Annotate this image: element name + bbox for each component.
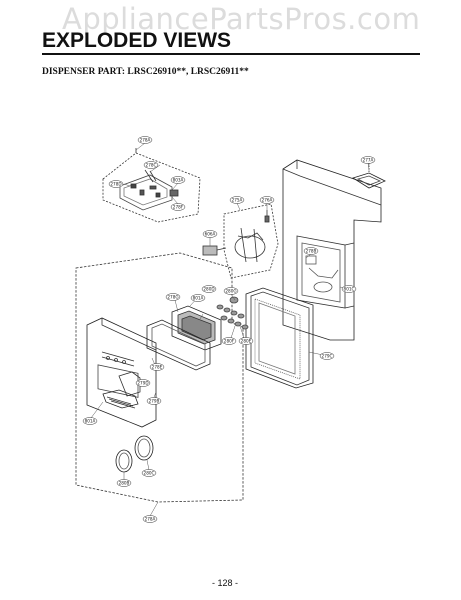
callout-279d: 279D xyxy=(135,379,151,387)
svg-text:280C: 280C xyxy=(144,471,155,476)
svg-text:801A: 801A xyxy=(85,419,96,424)
callout-278a-top: 278A xyxy=(137,136,153,144)
callout-278g: 278G xyxy=(165,293,181,301)
callout-801c: 801C xyxy=(341,285,357,293)
svg-text:279C: 279C xyxy=(322,354,333,359)
callout-280f: 280F xyxy=(221,337,237,345)
title-divider xyxy=(42,53,420,55)
callout-278f: 278F xyxy=(170,203,186,211)
callout-801a-low: 801A xyxy=(82,417,98,425)
dispenser-cover-box xyxy=(75,252,244,503)
svg-text:278C: 278C xyxy=(146,163,157,168)
svg-text:278A: 278A xyxy=(140,138,151,143)
svg-text:280B: 280B xyxy=(119,481,130,486)
frame-279d xyxy=(146,319,211,371)
lens-280b xyxy=(115,449,133,473)
svg-text:801C: 801C xyxy=(344,287,355,292)
svg-text:278D: 278D xyxy=(110,182,121,187)
callout-278b: 278B xyxy=(303,247,319,255)
dispenser-part-heading: DISPENSER PART: LRSC26910**, LRSC26911** xyxy=(42,67,249,77)
callout-606a: 606A xyxy=(202,230,218,238)
control-assembly-box xyxy=(102,148,201,223)
svg-text:801A: 801A xyxy=(193,296,204,301)
svg-text:278F: 278F xyxy=(173,205,184,210)
door-panel xyxy=(282,159,382,341)
callout-279b: 279B xyxy=(146,397,162,405)
callout-280e: 280E xyxy=(238,337,254,345)
gasket-frame-279c xyxy=(245,287,314,389)
callout-278d: 278D xyxy=(108,180,124,188)
watermark: AppliancePartsPros.com xyxy=(62,2,421,36)
svg-text:803A: 803A xyxy=(173,178,184,183)
button-set xyxy=(216,296,249,330)
callout-280g: 280G xyxy=(223,287,239,295)
dispenser-front-cover xyxy=(86,317,157,428)
svg-text:279B: 279B xyxy=(149,399,160,404)
solenoid-assembly-box xyxy=(202,203,279,279)
lens-280c xyxy=(134,435,154,461)
page-number: - 128 - xyxy=(212,578,239,588)
callout-280c: 280C xyxy=(141,469,157,477)
page-title: EXPLODED VIEWS xyxy=(42,29,232,52)
part-callouts: 278A 278C 278D 803A 278F 277A 275A 276A … xyxy=(82,136,376,523)
callout-801a-mid: 801A xyxy=(190,294,206,302)
callout-277a: 277A xyxy=(360,156,376,164)
callout-275a: 275A xyxy=(229,196,245,204)
svg-text:606A: 606A xyxy=(205,232,216,237)
svg-text:278E: 278E xyxy=(152,365,163,370)
leader-lines xyxy=(90,142,370,517)
callout-278e: 278E xyxy=(149,363,165,371)
svg-text:280F: 280F xyxy=(224,339,235,344)
svg-text:276A: 276A xyxy=(262,198,273,203)
svg-text:275A: 275A xyxy=(232,198,243,203)
svg-text:278G: 278G xyxy=(167,295,178,300)
callout-278a-bottom: 278A xyxy=(142,515,158,523)
svg-text:278A: 278A xyxy=(145,517,156,522)
callout-280d: 280D xyxy=(201,285,217,293)
part-277a-cap xyxy=(352,163,386,189)
svg-text:279D: 279D xyxy=(137,381,148,386)
svg-text:280D: 280D xyxy=(203,287,214,292)
svg-text:280G: 280G xyxy=(225,289,236,294)
callout-276a: 276A xyxy=(259,196,275,204)
callout-280b: 280B xyxy=(116,479,132,487)
svg-text:278B: 278B xyxy=(306,249,317,254)
callout-803a: 803A xyxy=(170,176,186,184)
callout-278c: 278C xyxy=(143,161,159,169)
svg-text:280E: 280E xyxy=(241,339,252,344)
callout-279c: 279C xyxy=(319,352,335,360)
svg-text:277A: 277A xyxy=(363,158,374,163)
